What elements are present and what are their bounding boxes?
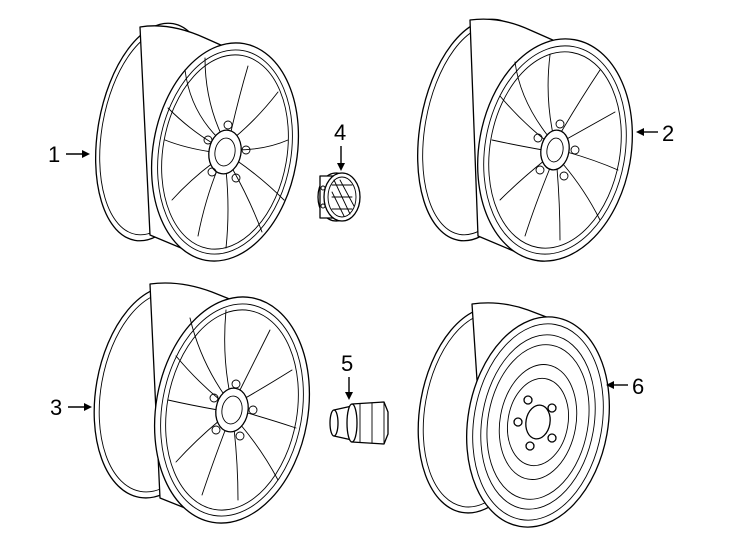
callout-number-2: 2 [662,121,674,146]
callout-4: 4 [334,120,346,171]
wheel-3-drawing [93,282,311,524]
callout-1: 1 [48,142,90,167]
callout-number-6: 6 [632,374,644,399]
callout-number-3: 3 [50,395,62,420]
center-cap-drawing [317,172,361,222]
wheel-1-drawing [94,22,300,262]
callout-6: 6 [606,374,644,399]
callout-5: 5 [341,351,353,400]
wheel-2-drawing [417,18,633,262]
callout-number-5: 5 [341,351,353,376]
callout-3: 3 [50,395,92,420]
callout-number-1: 1 [48,142,60,167]
lug-nut-drawing [329,401,389,445]
spare-wheel-drawing [417,302,611,528]
callout-number-4: 4 [334,120,346,145]
callout-2: 2 [636,121,674,146]
